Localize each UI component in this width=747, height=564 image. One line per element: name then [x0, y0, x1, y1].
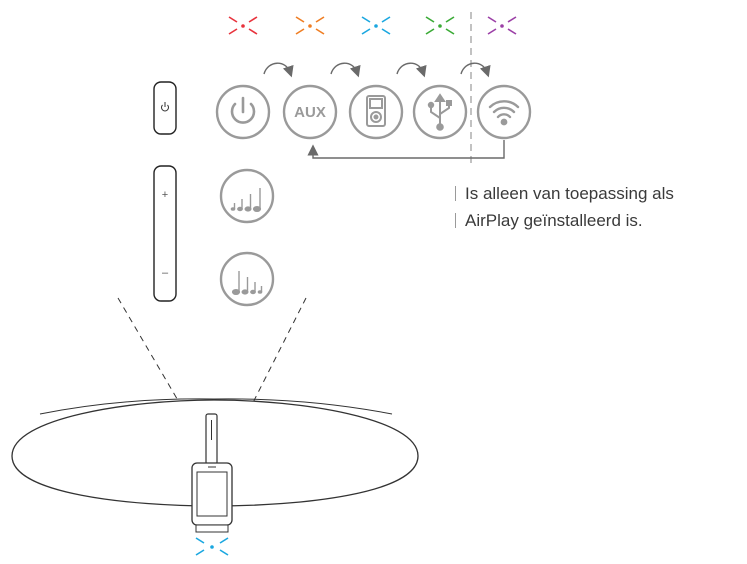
cycle-arrows — [263, 62, 491, 78]
wifi-button[interactable] — [476, 84, 532, 140]
volume-up-button[interactable] — [219, 168, 275, 224]
volume-plus-label: + — [162, 189, 168, 201]
return-arrow — [307, 140, 505, 159]
volume-down-button[interactable] — [219, 251, 275, 307]
note-bar — [455, 186, 456, 201]
ipod-button[interactable] — [348, 84, 404, 140]
power-icon — [230, 96, 256, 124]
wifi-icon — [488, 100, 520, 126]
note-text-2: AirPlay geïnstalleerd is. — [465, 211, 643, 230]
volume-down-icon — [231, 271, 263, 296]
indicator-cyan-light — [361, 16, 391, 35]
side-volume-rocker[interactable]: + – — [153, 165, 177, 302]
note-bar — [455, 213, 456, 228]
aux-icon: AUX — [294, 104, 326, 121]
power-button[interactable] — [215, 84, 271, 140]
aux-button[interactable]: AUX — [282, 84, 338, 140]
indicator-purple-light — [487, 16, 517, 35]
small-power-icon — [161, 102, 169, 112]
ipod-icon — [366, 95, 386, 127]
usb-button[interactable] — [412, 84, 468, 140]
indicator-green-light — [425, 16, 455, 35]
indicator-orange-light — [295, 16, 325, 35]
volume-minus-label: – — [162, 267, 169, 279]
airplay-note-line2: AirPlay geïnstalleerd is. — [455, 211, 643, 231]
indicator-red-light — [228, 16, 258, 35]
note-text-1: Is alleen van toepassing als — [465, 184, 674, 203]
side-power-button[interactable] — [153, 81, 177, 135]
dock-indicator-cyan-light — [195, 537, 229, 556]
docked-device — [191, 413, 233, 533]
volume-up-icon — [230, 188, 262, 212]
airplay-note-line1: Is alleen van toepassing als — [455, 184, 674, 204]
usb-icon — [427, 93, 452, 131]
